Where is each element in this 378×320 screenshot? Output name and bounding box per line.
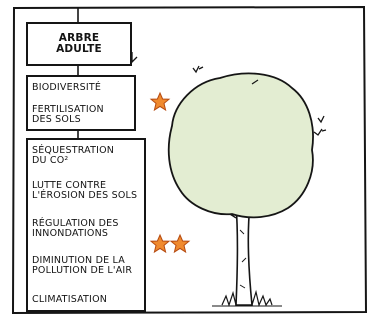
title-box: ARBRE ADULTE: [26, 22, 132, 66]
benefit-fertilisation: FERTILISATION DES SOLS: [32, 104, 104, 125]
bird-icon: [192, 65, 204, 74]
benefit-biodiversite: BIODIVERSITÉ: [32, 82, 102, 93]
bird-icon: [251, 79, 259, 85]
bird-icon: [313, 128, 327, 136]
benefit-erosion: LUTTE CONTRE L'ÉROSION DES SOLS: [32, 180, 138, 201]
grass: [221, 289, 273, 307]
benefit-climatisation: CLIMATISATION: [32, 294, 108, 305]
benefit-sequestration: SÉQUESTRATION DU CO²: [32, 145, 115, 166]
star-icon: [169, 233, 191, 254]
benefit-inondations: RÉGULATION DES INNONDATIONS: [32, 218, 119, 239]
tree-foliage: [167, 72, 314, 219]
benefit-pollution-air: DIMINUTION DE LA POLLUTION DE L'AIR: [32, 255, 133, 276]
star-icon: [149, 233, 171, 254]
benefits-box-2: SÉQUESTRATION DU CO² LUTTE CONTRE L'ÉROS…: [26, 138, 146, 312]
tree-trunk: [213, 203, 273, 306]
benefits-box-1: BIODIVERSITÉ FERTILISATION DES SOLS: [26, 75, 136, 131]
star-icon: [149, 91, 171, 112]
bird-icon: [317, 115, 325, 124]
title-text: ARBRE ADULTE: [56, 32, 102, 55]
